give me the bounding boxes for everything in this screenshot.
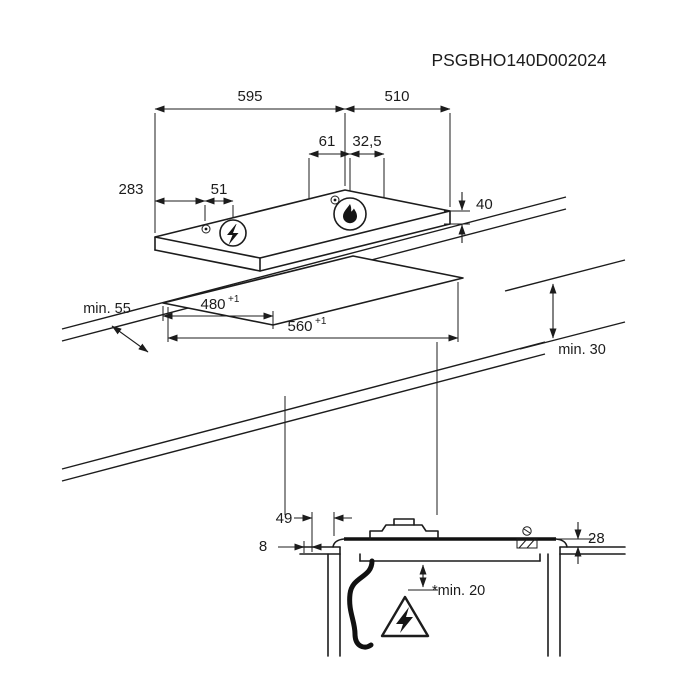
hob-outline [154,189,451,272]
clearance-label-front: min. 55 [83,301,131,317]
center-mark-icon [201,195,340,234]
dim-label-overhang: 8 [259,538,267,555]
dim-label-burner-b: 32,5 [352,133,381,150]
high-voltage-icon [219,219,247,247]
gas-pipe [347,558,375,650]
electric-hazard-triangle-icon [380,595,430,638]
dim-label-connection-b: 51 [211,181,228,198]
hob-top-view: 595 510 61 32,5 283 51 [118,88,493,272]
dim-label-connection-a: 283 [118,181,143,198]
cabinet-walls [327,553,561,657]
dim-label-cutout-depth-tolerance: +1 [228,294,240,305]
flame-icon [333,197,367,231]
burner-section-profile [369,518,439,540]
dim-label-burner-a: 61 [319,133,336,150]
dim-label-cutout-depth: 480 [200,296,225,313]
dim-label-thickness: 40 [476,196,493,213]
section-view: 49 8 28 *min. 20 [259,510,626,657]
worktop-edge-lines [61,196,626,482]
clearance-label-rear: min. 30 [558,342,606,358]
dim-label-cutout-width: 560 [287,318,312,335]
dim-label-edge-to-burner: 49 [276,510,293,527]
fixing-clamp-icon [516,526,538,549]
dim-label-depth: 510 [384,88,409,105]
cutout-dimension-lines [111,282,557,353]
worktop-section [299,546,626,555]
dim-label-width: 595 [237,88,262,105]
clearance-note-label: *min. 20 [432,583,485,599]
extension-lines [154,113,451,233]
dim-label-height-above-worktop: 28 [588,530,605,547]
dim-label-cutout-width-tolerance: +1 [315,316,327,327]
section-dimension-lines [278,512,594,591]
product-code: PSGBHO140D002024 [431,50,606,70]
dimension-lines [154,105,451,205]
projection-lines [284,342,438,515]
worktop-cutout-view: 480 +1 560 +1 min. 55 min. 30 [61,196,626,515]
